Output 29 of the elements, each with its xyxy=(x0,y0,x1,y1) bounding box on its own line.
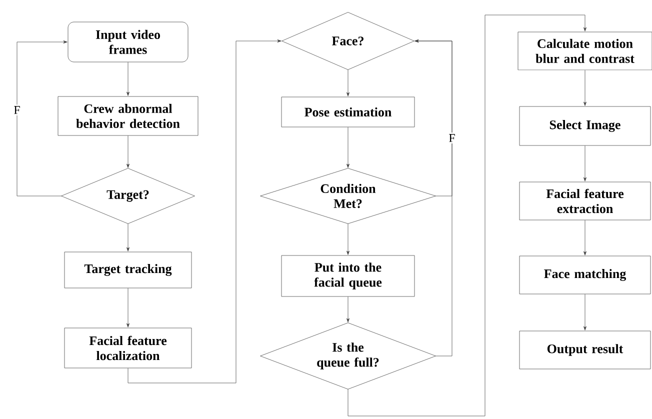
process-box: Select Image xyxy=(519,106,651,146)
arrow xyxy=(584,70,586,106)
arrow xyxy=(584,294,586,330)
process-box: Put into the facial queue xyxy=(281,255,415,297)
arrow xyxy=(346,70,350,96)
arrow xyxy=(126,288,130,328)
arrow xyxy=(414,39,452,356)
process-box: Crew abnormal behavior detection xyxy=(58,96,198,136)
edge-label: F xyxy=(447,132,457,144)
arrow xyxy=(126,223,130,252)
arrow xyxy=(346,126,350,168)
arrow xyxy=(128,39,282,384)
process-box: Pose estimation xyxy=(281,96,415,128)
process-box: Face matching xyxy=(519,256,651,294)
process-box: Calculate motion blur and contrast xyxy=(518,32,652,70)
edge-label: F xyxy=(12,104,22,116)
arrow xyxy=(346,223,350,255)
arrow xyxy=(126,135,130,168)
arrow xyxy=(16,40,68,196)
arrow xyxy=(584,220,586,256)
process-box: Facial feature localization xyxy=(64,328,192,368)
process-box: Target tracking xyxy=(64,252,192,288)
process-box: Facial feature extraction xyxy=(519,182,651,220)
arrow xyxy=(126,62,130,96)
start-box: Input video frames xyxy=(68,22,188,62)
process-box: Output result xyxy=(519,330,651,370)
arrow xyxy=(346,296,350,322)
arrow xyxy=(584,146,586,182)
arrow xyxy=(348,14,586,416)
